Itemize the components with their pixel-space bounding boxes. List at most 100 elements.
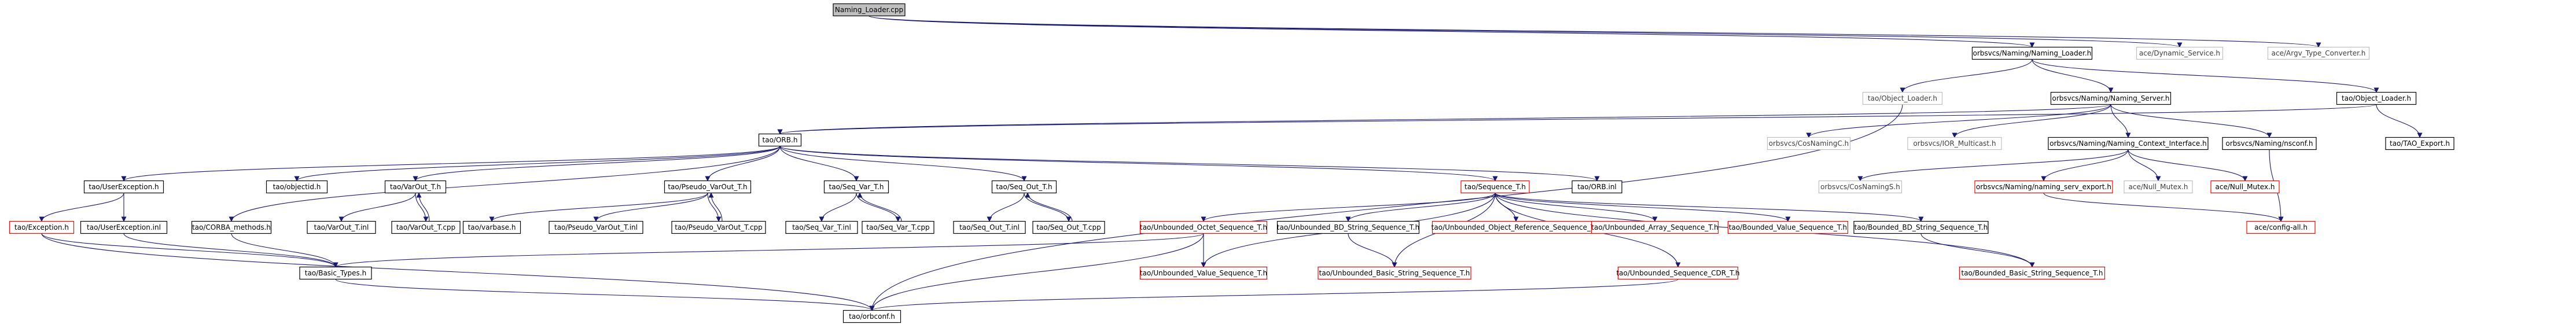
file-node-cosnamingc: orbsvcs/CosNamingC.h [1767, 137, 1851, 150]
file-node-pvarout[interactable]: tao/Pseudo_VarOut_T.h [664, 180, 752, 194]
file-node-pvarout_inl[interactable]: tao/Pseudo_VarOut_T.inl [549, 220, 643, 234]
edge-pvarout_cpp-to-pvarout [708, 192, 723, 222]
file-node-corba_methods[interactable]: tao/CORBA_methods.h [191, 220, 272, 234]
edge-root-to-nl_h [869, 16, 2034, 48]
file-node-uoctet[interactable]: tao/Unbounded_Octet_Sequence_T.h [1139, 220, 1268, 234]
file-node-null_mutex2[interactable]: ace/Null_Mutex.h [2210, 180, 2280, 194]
file-node-label: tao/Seq_Out_T.h [996, 183, 1052, 191]
edge-ns_h-to-orb_h [778, 104, 2111, 135]
edge-orb_h-to-seqout [779, 146, 1027, 182]
edge-ucdr-to-orbconf [869, 279, 1679, 311]
file-node-ubd_str[interactable]: tao/Unbounded_BD_String_Sequence_T.h [1277, 220, 1419, 234]
file-node-label: tao/orbconf.h [849, 312, 895, 321]
file-node-uvalue[interactable]: tao/Unbounded_Value_Sequence_T.h [1139, 266, 1268, 280]
file-node-objectid[interactable]: tao/objectid.h [266, 180, 328, 194]
edge-userexc_inl-to-basic_types [123, 233, 338, 268]
file-node-seq_t[interactable]: tao/Sequence_T.h [1460, 180, 1530, 194]
file-node-label: orbsvcs/Naming/Naming_Loader.h [1973, 49, 2092, 57]
file-node-root[interactable]: Naming_Loader.cpp [833, 3, 906, 17]
file-node-ubasic_str[interactable]: tao/Unbounded_Basic_String_Sequence_T.h [1318, 266, 1471, 280]
edge-root-to-dyn_svc [869, 16, 2182, 48]
file-node-null_mutex1: ace/Null_Mutex.h [2124, 180, 2193, 194]
file-node-nse[interactable]: orbsvcs/Naming/naming_serv_export.h [1974, 180, 2113, 194]
file-node-label: orbsvcs/CosNamingS.h [1820, 183, 1900, 191]
file-node-nci[interactable]: orbsvcs/Naming/Naming_Context_Interface.… [2048, 137, 2209, 150]
file-node-label: tao/UserException.h [89, 183, 159, 191]
edge-root-to-argv_conv [869, 16, 2321, 48]
file-node-label: ace/Dynamic_Service.h [2139, 49, 2220, 57]
file-node-varout_inl[interactable]: tao/VarOut_T.inl [307, 220, 376, 234]
file-node-label: tao/Pseudo_VarOut_T.h [668, 183, 747, 191]
file-node-exception[interactable]: tao/Exception.h [9, 220, 75, 234]
edge-nci-to-nse [2041, 149, 2129, 182]
file-node-orbconf[interactable]: tao/orbconf.h [842, 310, 901, 323]
file-node-uarray[interactable]: tao/Unbounded_Array_Sequence_T.h [1591, 220, 1719, 234]
edge-tao_ol2-to-orb_h [778, 104, 2377, 135]
file-node-label: orbsvcs/Naming/naming_serv_export.h [1976, 183, 2111, 191]
edge-orb_h-to-corba_methods [229, 146, 781, 222]
edge-ns_h-to-nsconf [2110, 104, 2272, 138]
file-node-label: tao/Unbounded_BD_String_Sequence_T.h [1277, 223, 1419, 231]
file-node-label: ace/Argv_Type_Converter.h [2272, 49, 2366, 57]
file-node-basic_types[interactable]: tao/Basic_Types.h [299, 266, 372, 280]
file-node-cosnamings: orbsvcs/CosNamingS.h [1818, 180, 1902, 194]
edge-nci-to-cosnamings [1857, 149, 2129, 182]
file-node-seqout[interactable]: tao/Seq_Out_T.h [991, 180, 1057, 194]
file-node-label: tao/Seq_Var_T.h [829, 183, 884, 191]
file-node-label: tao/Unbounded_Object_Reference_Sequence_… [1431, 223, 1601, 231]
edge-seq_t-to-uarray [1495, 193, 1658, 222]
file-node-label: tao/TAO_Export.h [2390, 139, 2450, 148]
file-node-label: tao/Object_Loader.h [2342, 94, 2411, 102]
file-node-label: tao/Sequence_T.h [1464, 183, 1526, 191]
file-node-seqvar_cpp[interactable]: tao/Seq_Var_T.cpp [862, 220, 934, 234]
file-node-tao_export[interactable]: tao/TAO_Export.h [2385, 137, 2454, 150]
file-node-label: tao/Seq_Out_T.cpp [1036, 223, 1101, 231]
file-node-tao_ol2[interactable]: tao/Object_Loader.h [2336, 91, 2417, 105]
file-node-userexc[interactable]: tao/UserException.h [83, 180, 164, 194]
file-node-bbasic_str[interactable]: tao/Bounded_Basic_String_Sequence_T.h [1959, 266, 2106, 280]
file-node-pvarout_cpp[interactable]: tao/Pseudo_VarOut_T.cpp [671, 220, 766, 234]
file-node-ucdr[interactable]: tao/Unbounded_Sequence_CDR_T.h [1616, 266, 1740, 280]
file-node-seqvar[interactable]: tao/Seq_Var_T.h [823, 180, 889, 194]
file-node-seqvar_inl[interactable]: tao/Seq_Var_T.inl [785, 220, 858, 234]
edge-corba_methods-to-basic_types [231, 233, 338, 268]
edge-seqout-to-seqout_inl [987, 193, 1025, 222]
edge-seq_t-to-bvalue [1495, 193, 1791, 222]
edge-ns_h-to-cosnamingc [1806, 104, 2111, 138]
file-node-nl_h[interactable]: orbsvcs/Naming/Naming_Loader.h [1971, 46, 2093, 60]
file-node-label: tao/Unbounded_Basic_String_Sequence_T.h [1319, 269, 1470, 277]
edge-exception-to-basic_types [41, 233, 338, 268]
file-node-label: orbsvcs/CosNamingC.h [1769, 139, 1849, 148]
file-node-argv_conv: ace/Argv_Type_Converter.h [2267, 46, 2370, 60]
file-node-seqout_inl[interactable]: tao/Seq_Out_T.inl [953, 220, 1026, 234]
file-node-label: orbsvcs/IOR_Multicast.h [1913, 139, 1996, 148]
edge-orb_h-to-objectid [294, 146, 781, 182]
file-node-orb_inl[interactable]: tao/ORB.inl [1572, 180, 1622, 194]
file-node-label: orbsvcs/Naming/nsconf.h [2226, 139, 2313, 148]
file-node-uobjref[interactable]: tao/Unbounded_Object_Reference_Sequence_… [1431, 220, 1601, 234]
file-node-nsconf[interactable]: orbsvcs/Naming/nsconf.h [2222, 137, 2317, 150]
edge-seqvar_cpp-to-seqvar [857, 192, 902, 222]
edge-orb_h-to-pvarout [705, 146, 781, 182]
file-node-label: tao/CORBA_methods.h [192, 223, 271, 231]
file-node-label: ace/Null_Mutex.h [2216, 183, 2275, 191]
file-node-varout_cpp[interactable]: tao/VarOut_T.cpp [391, 220, 461, 234]
file-node-ns_h[interactable]: orbsvcs/Naming/Naming_Server.h [2050, 91, 2172, 105]
file-node-userexc_inl[interactable]: tao/UserException.inl [80, 220, 168, 234]
file-node-varout[interactable]: tao/VarOut_T.h [384, 180, 447, 194]
file-node-config_all[interactable]: ace/config-all.h [2246, 220, 2316, 234]
file-node-varbase[interactable]: tao/varbase.h [462, 220, 521, 234]
file-node-label: tao/Basic_Types.h [305, 269, 366, 277]
file-node-label: tao/Seq_Var_T.inl [792, 223, 851, 231]
file-node-orb_h[interactable]: tao/ORB.h [758, 133, 802, 147]
file-node-label: tao/Bounded_Basic_String_Sequence_T.h [1962, 269, 2103, 277]
file-node-bbd_str[interactable]: tao/Bounded_BD_String_Sequence_T.h [1853, 220, 1989, 234]
edge-nl_h-to-tao_ol2 [2032, 59, 2379, 93]
file-node-bvalue[interactable]: tao/Bounded_Value_Sequence_T.h [1727, 220, 1849, 234]
edge-seq_t-to-ubd_str [1345, 193, 1496, 222]
file-node-label: tao/UserException.inl [87, 223, 161, 231]
node-layer: Naming_Loader.cpp orbsvcs/Naming/Naming_L… [9, 3, 2454, 323]
edge-ubd_str-to-ubasic_str [1348, 233, 1397, 268]
file-node-seqout_cpp[interactable]: tao/Seq_Out_T.cpp [1032, 220, 1105, 234]
edge-seqvar-to-seqvar_cpp [856, 193, 901, 222]
